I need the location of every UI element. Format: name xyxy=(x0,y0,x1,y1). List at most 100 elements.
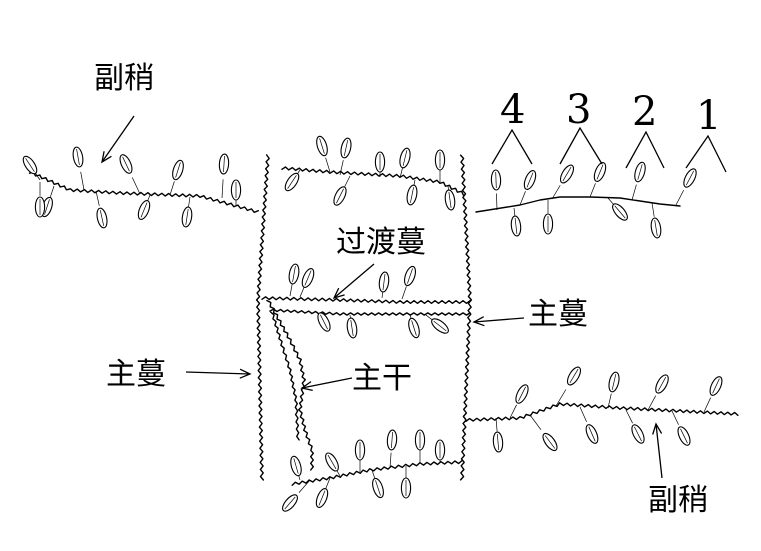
leaf-midrib xyxy=(76,149,80,165)
leaf xyxy=(425,314,449,334)
arrow-shaft xyxy=(101,115,135,163)
leaf-midrib xyxy=(402,150,408,166)
leaf-midrib xyxy=(685,170,695,186)
leaf-midrib xyxy=(654,220,658,236)
leaf-midrib xyxy=(611,374,617,390)
arrow-shaft xyxy=(301,377,353,389)
leaf xyxy=(529,414,558,452)
leaf xyxy=(119,154,141,195)
leaf-midrib xyxy=(596,164,604,180)
leaf-midrib xyxy=(304,270,312,286)
label-node-1: 1 xyxy=(696,93,722,139)
petiole xyxy=(625,409,633,424)
leaf-midrib xyxy=(496,433,500,451)
leaf xyxy=(510,207,522,237)
petiole xyxy=(95,190,100,206)
leaf xyxy=(675,168,697,206)
main-vine-left-line xyxy=(255,154,270,481)
leaf xyxy=(408,314,420,339)
leaf xyxy=(181,196,193,228)
leaf xyxy=(218,153,230,199)
leaf xyxy=(386,429,398,469)
arrow-head xyxy=(332,287,345,300)
leaf-midrib xyxy=(375,480,381,496)
petiole xyxy=(551,185,561,200)
label-node-4: 4 xyxy=(500,87,526,133)
petiole xyxy=(399,166,404,179)
leaf xyxy=(434,149,446,183)
arrow-head xyxy=(652,422,663,435)
arrow-main-vine-right xyxy=(472,316,525,327)
label-main-vine-right: 主蔓 xyxy=(528,297,588,332)
leaf xyxy=(346,314,358,339)
arrow-main-vine-left xyxy=(185,368,252,379)
petiole xyxy=(325,477,331,490)
leaf-midrib xyxy=(319,138,325,154)
leaf-midrib xyxy=(292,266,296,282)
label-node-2: 2 xyxy=(632,89,658,135)
leaf xyxy=(607,371,620,409)
petiole xyxy=(647,395,657,411)
leaf xyxy=(34,182,46,218)
transition-vine-line xyxy=(261,296,471,304)
leaf xyxy=(650,202,662,239)
petiole xyxy=(169,181,175,196)
petiole xyxy=(579,406,587,422)
leaf xyxy=(317,312,331,332)
petiole xyxy=(299,286,305,298)
arrow-shaft xyxy=(473,317,525,323)
leaf xyxy=(434,439,446,462)
leaf xyxy=(299,268,315,298)
shoot-top-right-line xyxy=(475,196,681,213)
leaf xyxy=(22,155,41,181)
petiole xyxy=(49,185,55,198)
petiole xyxy=(389,452,392,469)
leaf xyxy=(169,159,184,196)
petiole xyxy=(703,397,711,413)
petiole xyxy=(401,286,407,300)
petiole xyxy=(675,189,685,206)
leaf-midrib xyxy=(175,162,181,178)
leaf xyxy=(555,366,582,407)
leaf-midrib xyxy=(562,166,572,182)
leaf xyxy=(519,170,537,206)
leaf xyxy=(333,175,351,206)
arrow-transition-vine xyxy=(332,263,375,300)
caret-node-4 xyxy=(491,128,533,165)
leaf-midrib xyxy=(25,158,35,172)
leaf-midrib xyxy=(140,202,148,218)
side-shoot-top-left-line xyxy=(28,171,259,213)
arrow-shaft xyxy=(655,423,663,479)
leaf xyxy=(378,271,390,299)
annotation-arrows xyxy=(101,115,727,479)
arrow-shaft xyxy=(333,263,375,299)
leaf xyxy=(400,466,412,499)
petiole xyxy=(607,393,612,409)
leaf-midrib xyxy=(448,192,452,208)
petiole xyxy=(344,175,351,188)
petiole xyxy=(188,196,191,209)
leaf-midrib xyxy=(122,156,130,172)
petiole xyxy=(495,417,498,432)
leaf xyxy=(325,452,341,477)
leaf xyxy=(315,477,331,508)
leaf xyxy=(374,151,386,177)
leaf xyxy=(290,455,302,481)
petiole xyxy=(589,183,596,198)
leaf-midrib xyxy=(407,268,413,284)
main-vine-right-line xyxy=(459,154,473,481)
leaf-midrib xyxy=(185,209,189,225)
arrow-head xyxy=(239,368,252,379)
leaf-midrib xyxy=(284,496,296,510)
leaf-midrib xyxy=(410,187,414,203)
leaf xyxy=(288,263,300,297)
petiole xyxy=(651,202,655,217)
leaf-midrib xyxy=(223,155,225,173)
leaf-midrib xyxy=(336,188,344,204)
petiole xyxy=(509,404,517,419)
leaf xyxy=(401,265,416,300)
leaf-midrib xyxy=(526,172,534,188)
petiole xyxy=(555,389,567,407)
caret-node-3 xyxy=(559,126,603,165)
